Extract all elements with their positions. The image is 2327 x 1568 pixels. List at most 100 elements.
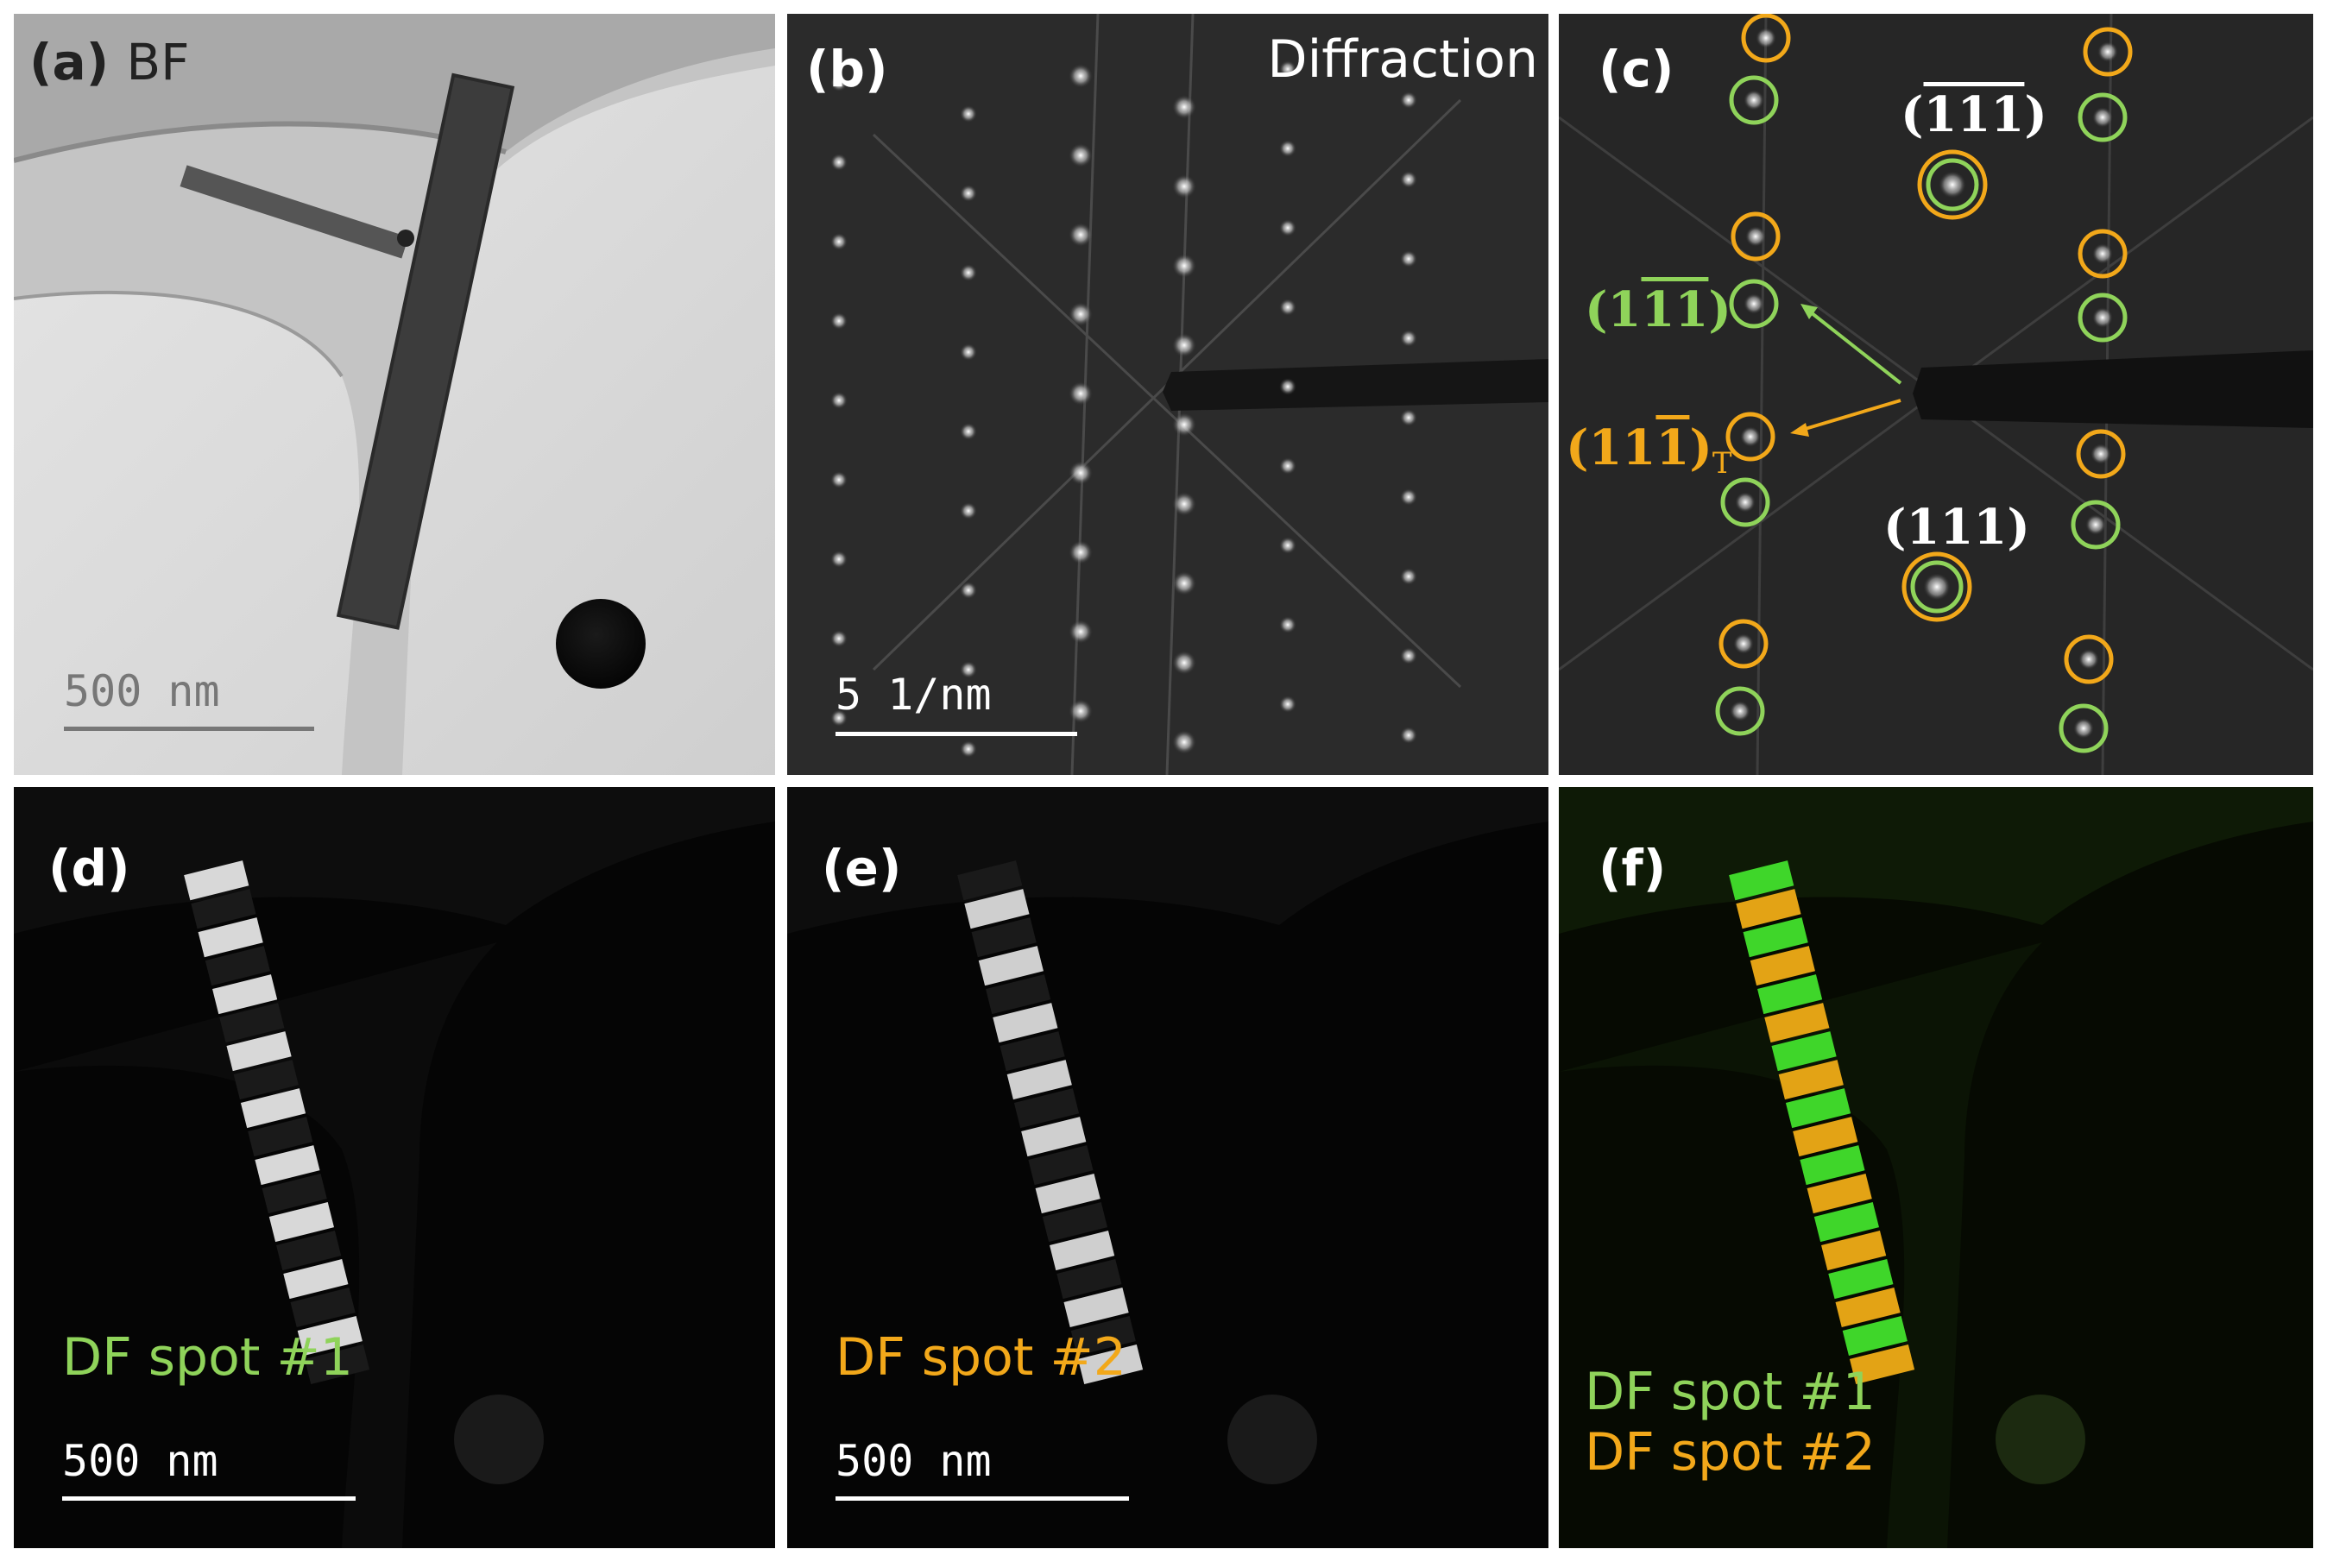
diffraction-spot [1400, 409, 1417, 426]
wire-segment [219, 1003, 285, 1043]
wire-segment [1800, 1145, 1865, 1186]
panel-c-indexed-pattern: (c) (111) (111) (111) (111)T [1559, 14, 2313, 775]
wire-segment [297, 1316, 363, 1357]
diffraction-spot [1069, 223, 1093, 247]
wire-segment [268, 1202, 335, 1243]
wire-segment [1042, 1202, 1108, 1243]
panel-a-bright-field: (a) BF 500 nm [14, 14, 775, 775]
diffraction-spot [1172, 254, 1196, 278]
diffraction-spot [960, 264, 977, 281]
wire-segment [226, 1031, 292, 1072]
diffraction-spot [830, 709, 848, 727]
wire-segment [957, 860, 1023, 901]
wire-segment [1013, 1088, 1080, 1129]
wire-segment [1050, 1231, 1115, 1271]
wire-segment [276, 1231, 342, 1271]
wire-segment [1729, 860, 1794, 901]
diffraction-spot [1279, 378, 1296, 395]
wire-segment [1035, 1174, 1100, 1214]
wire-segment [248, 1117, 313, 1157]
diffraction-spot [1740, 426, 1761, 447]
diffraction-spot [1069, 64, 1093, 88]
wire-segment [290, 1288, 356, 1328]
panel-label-f: (f) [1599, 839, 1667, 897]
diffraction-spot [1744, 90, 1764, 110]
diffraction-spot [830, 154, 848, 171]
panel-e-dark-field-2: (e) DF spot #2 500 nm [787, 787, 1548, 1548]
wire-segment [978, 946, 1044, 986]
diffraction-spot [1069, 699, 1093, 723]
wire-segment [1070, 1316, 1136, 1357]
wire-segment [1757, 974, 1823, 1015]
panel-label-b: (b) [806, 40, 888, 98]
diffraction-spot [830, 471, 848, 488]
scale-bar-b: 5 1/nm [836, 670, 1077, 736]
diffraction-spot [1279, 299, 1296, 316]
diffraction-spot [1400, 330, 1417, 347]
diffraction-spot [1172, 95, 1196, 119]
spot-highlight-circle [1725, 412, 1775, 462]
wire-segment [191, 889, 256, 929]
diffraction-spot [1069, 461, 1093, 485]
df-micrograph-1 [14, 787, 775, 1548]
diffraction-spot [1279, 219, 1296, 236]
wire-segment [1778, 1060, 1844, 1100]
diffraction-spot [1400, 250, 1417, 268]
wire-segment [1842, 1316, 1908, 1357]
diffraction-spot [1172, 651, 1196, 675]
diffraction-spot [1279, 140, 1296, 157]
diffraction-spot [1744, 293, 1764, 314]
diffraction-spot [2085, 514, 2106, 535]
diffraction-spot [1069, 302, 1093, 326]
diffraction-spot [1400, 91, 1417, 109]
diffraction-spot [830, 312, 848, 330]
panel-label-d: (d) [48, 839, 130, 897]
diffraction-spot [2097, 41, 2118, 62]
spot-highlight-circle [1718, 619, 1769, 669]
wire-segment [1077, 1344, 1144, 1385]
spot-highlight-circle [1729, 75, 1779, 125]
indexed-diffraction-pattern [1559, 14, 2313, 775]
wire-segment [993, 1003, 1058, 1043]
diffraction-spot [1400, 647, 1417, 664]
df-micrograph-2 [787, 787, 1548, 1548]
wire-segment [1835, 1288, 1901, 1328]
diffraction-spot [2091, 444, 2111, 464]
diffraction-spot [960, 502, 977, 520]
spot-highlight-circle [1729, 279, 1779, 329]
spot-highlight-circle [1910, 560, 1964, 614]
diffraction-spot [1733, 633, 1754, 654]
diffraction-spot [1172, 174, 1196, 198]
diffraction-title: Diffraction [1267, 29, 1538, 90]
panel-label-a: (a) BF [29, 33, 190, 91]
diffraction-spot [1400, 488, 1417, 506]
df-caption-f-2: DF spot #2 [1585, 1422, 1876, 1483]
wire-segment [1021, 1117, 1087, 1157]
wire-segment [1006, 1060, 1072, 1100]
df-composite-micrograph [1559, 787, 2313, 1548]
diffraction-spot [2078, 649, 2099, 670]
panel-b-diffraction: (b) Diffraction 5 1/nm [787, 14, 1548, 775]
diffraction-spot [1172, 492, 1196, 516]
wire-segment [262, 1174, 327, 1214]
diffraction-spot [1756, 28, 1776, 48]
wire-segment [1764, 1003, 1830, 1043]
diffraction-spot [2092, 307, 2113, 328]
spot-highlight-circle [2083, 27, 2133, 77]
diffraction-spot [830, 392, 848, 409]
miller-index-bottom: (111) [1883, 499, 2030, 556]
wire-segment [1736, 889, 1801, 929]
diffraction-pattern [787, 14, 1548, 775]
wire-segment [971, 917, 1037, 958]
diffraction-spot [1069, 620, 1093, 644]
diffraction-spot [1279, 457, 1296, 475]
wire-segment [1785, 1088, 1851, 1129]
wire-segment [986, 974, 1051, 1015]
spot-highlight-circle [1720, 477, 1770, 527]
wire-segment [205, 946, 270, 986]
spot-highlight-circle [2078, 92, 2128, 142]
wire-segment [184, 860, 249, 901]
diffraction-spot [1400, 568, 1417, 585]
spot-highlight-circle [1926, 158, 1979, 211]
spot-highlight-circle [2078, 293, 2128, 343]
